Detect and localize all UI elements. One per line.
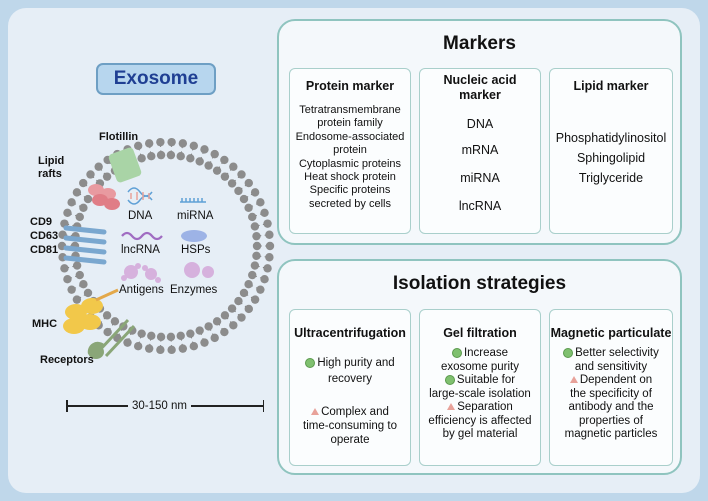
ultracentrifugation-cons: Complex and time-consuming to operate: [303, 406, 397, 446]
gel-filtration-points: Increase exosome purity Suitable for lar…: [428, 347, 532, 440]
gel-filtration-card: Gel filtration Increase exosome purity S…: [419, 309, 541, 466]
lipid-marker-card: Lipid marker Phosphatidylinositol Sphing…: [549, 68, 673, 234]
gel-filtration-title: Gel filtration: [443, 326, 517, 340]
protein-marker-list: Tetratransmembrane protein family Endoso…: [295, 104, 405, 210]
hsps-icon: [181, 230, 207, 242]
receptor-protein: [87, 318, 136, 359]
isolation-panel: Isolation strategies Ultracentrifugation…: [277, 259, 682, 475]
lipid-marker-title: Lipid marker: [573, 79, 649, 93]
protein-marker-card: Protein marker Tetratransmembrane protei…: [289, 68, 411, 234]
exosome-title: Exosome: [96, 63, 216, 95]
lipid-marker-list: Phosphatidylinositol Sphingolipid Trigly…: [555, 131, 667, 185]
cd-markers-label: CD9 CD63 CD81: [30, 216, 59, 256]
scale-label: 30-150 nm: [128, 398, 191, 414]
enzymes-icon: [184, 262, 214, 278]
mirna-icon: [180, 198, 206, 203]
pro-dot-icon: [563, 347, 574, 358]
flotillin-protein: [108, 147, 142, 183]
dna-icon: [127, 187, 153, 205]
markers-panel: Markers Protein marker Tetratransmembran…: [277, 19, 682, 245]
nucleic-acid-marker-title: Nucleic acid marker: [443, 73, 517, 102]
con-triangle-icon: [311, 408, 320, 416]
ultracentrifugation-card: Ultracentrifugation High purity and reco…: [289, 309, 411, 466]
flotillin-label: Flotillin: [99, 131, 139, 143]
mhc-label: MHC: [32, 318, 58, 330]
magnetic-particulate-card: Magnetic particulate Better selectivity …: [549, 309, 673, 466]
receptors-label: Receptors: [40, 354, 94, 366]
enzymes-label: Enzymes: [170, 284, 218, 296]
antigens-icon: [121, 263, 161, 283]
tetraspanin-protein: [63, 225, 107, 265]
lncrna-icon: [121, 231, 163, 241]
antigens-label: Antigens: [119, 284, 164, 296]
con-triangle-icon: [569, 376, 578, 384]
isolation-title: Isolation strategies: [392, 273, 567, 294]
magnetic-particulate-title: Magnetic particulate: [550, 326, 672, 340]
hsps-label: HSPs: [181, 244, 211, 256]
dna-label: DNA: [128, 210, 153, 222]
mhc-protein: [63, 288, 119, 334]
nucleic-acid-marker-card: Nucleic acid marker DNA mRNA miRNA lncRN…: [419, 68, 541, 234]
scale-bar: 30-150 nm: [66, 398, 264, 414]
pro-dot-icon: [305, 357, 316, 368]
pro-dot-icon: [444, 374, 455, 385]
lncrna-label: lncRNA: [121, 244, 160, 256]
magnetic-particulate-points: Better selectivity and sensitivity Depen…: [563, 347, 659, 440]
mirna-label: miRNA: [177, 210, 214, 222]
ultracentrifugation-pros: High purity and recovery: [290, 355, 410, 387]
nucleic-acid-marker-list: DNA mRNA miRNA lncRNA: [458, 117, 502, 213]
con-triangle-icon: [447, 403, 456, 411]
protein-marker-title: Protein marker: [305, 79, 395, 93]
lipid-raft: [88, 184, 120, 210]
pro-dot-icon: [451, 347, 462, 358]
ultracentrifugation-title: Ultracentrifugation: [294, 326, 406, 340]
lipid-rafts-label: Lipid rafts: [38, 155, 65, 180]
markers-title: Markers: [443, 33, 516, 54]
